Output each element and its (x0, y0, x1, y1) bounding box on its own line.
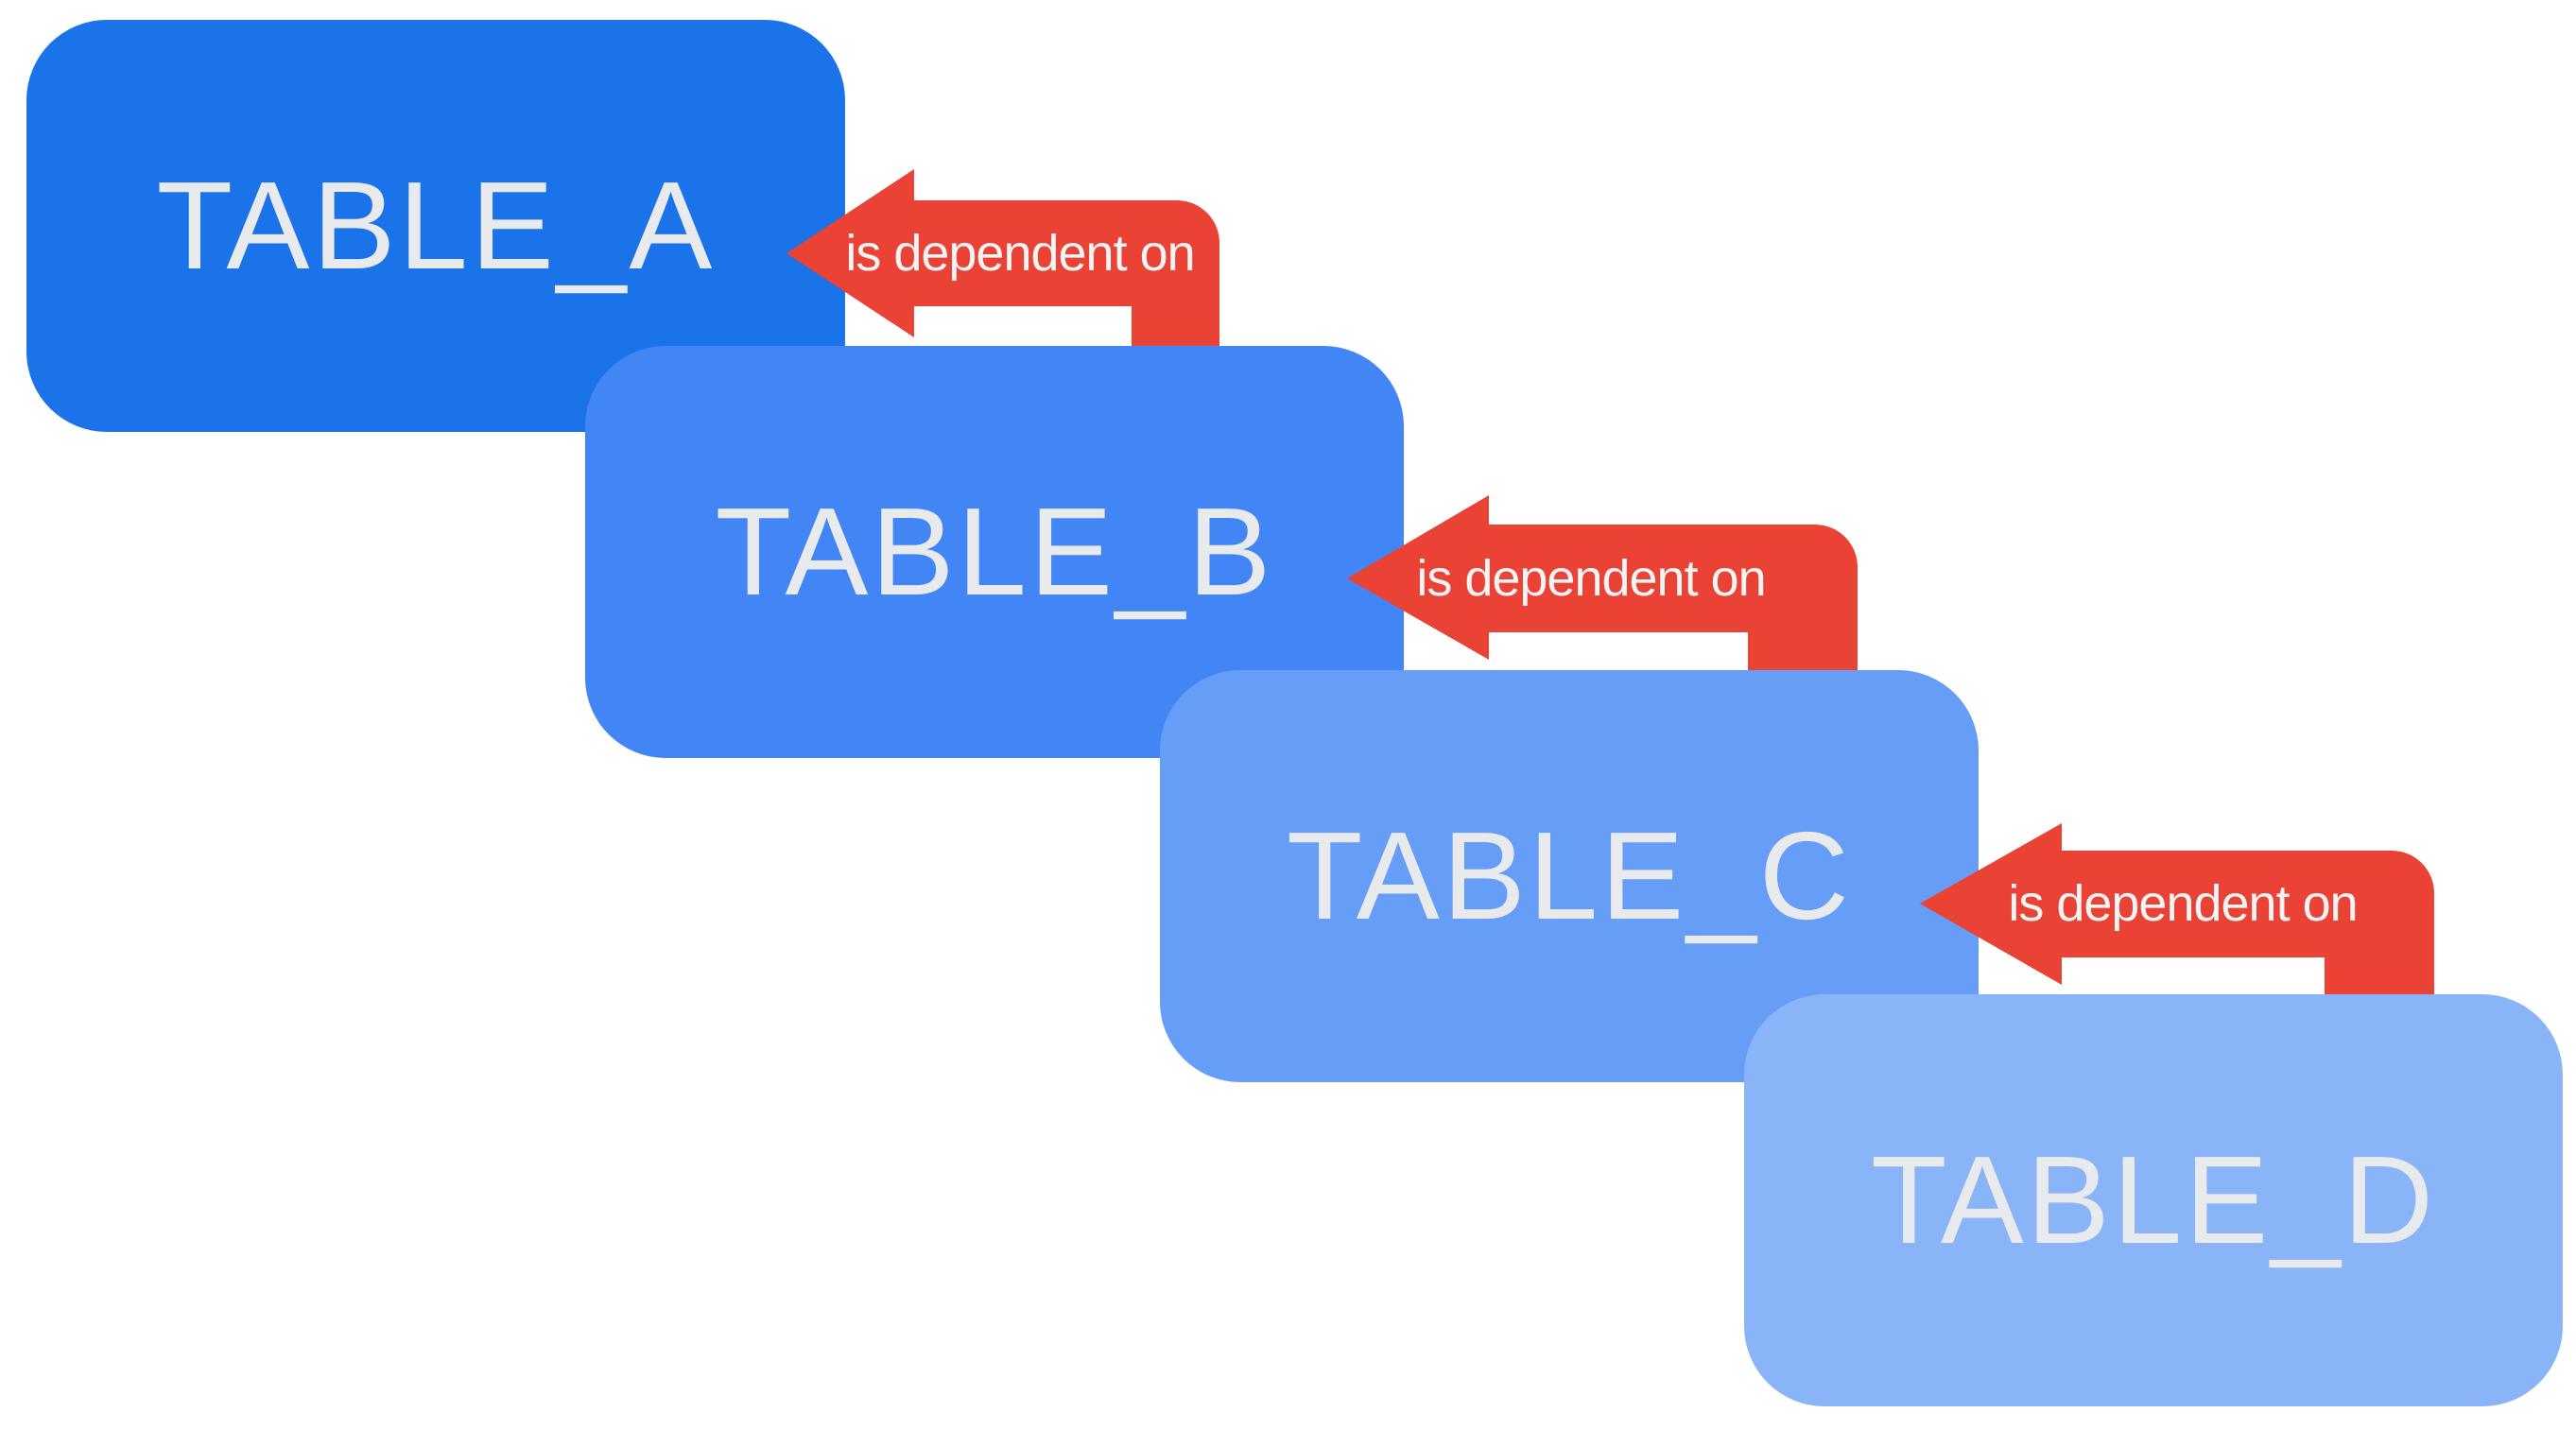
dependency-arrow-c-to-b: is dependent on (1347, 495, 1858, 683)
dependency-arrow-label: is dependent on (845, 225, 1194, 282)
left-arrow-shape (787, 169, 1219, 359)
left-arrow-shape (1347, 495, 1858, 683)
left-arrow-shape (1920, 823, 2434, 1008)
table-c-label: TABLE_C (1286, 806, 1853, 945)
dependency-arrow-label: is dependent on (1416, 550, 1765, 607)
dependency-arrow-label: is dependent on (2008, 875, 2357, 932)
table-node-a: TABLE_A (26, 20, 845, 432)
table-d-label: TABLE_D (1870, 1130, 2437, 1269)
table-node-d: TABLE_D (1744, 994, 2563, 1406)
dependency-arrow-b-to-a: is dependent on (787, 169, 1219, 359)
dependency-arrow-d-to-c: is dependent on (1920, 823, 2434, 1008)
table-b-label: TABLE_B (715, 482, 1274, 621)
table-a-label: TABLE_A (156, 156, 716, 295)
